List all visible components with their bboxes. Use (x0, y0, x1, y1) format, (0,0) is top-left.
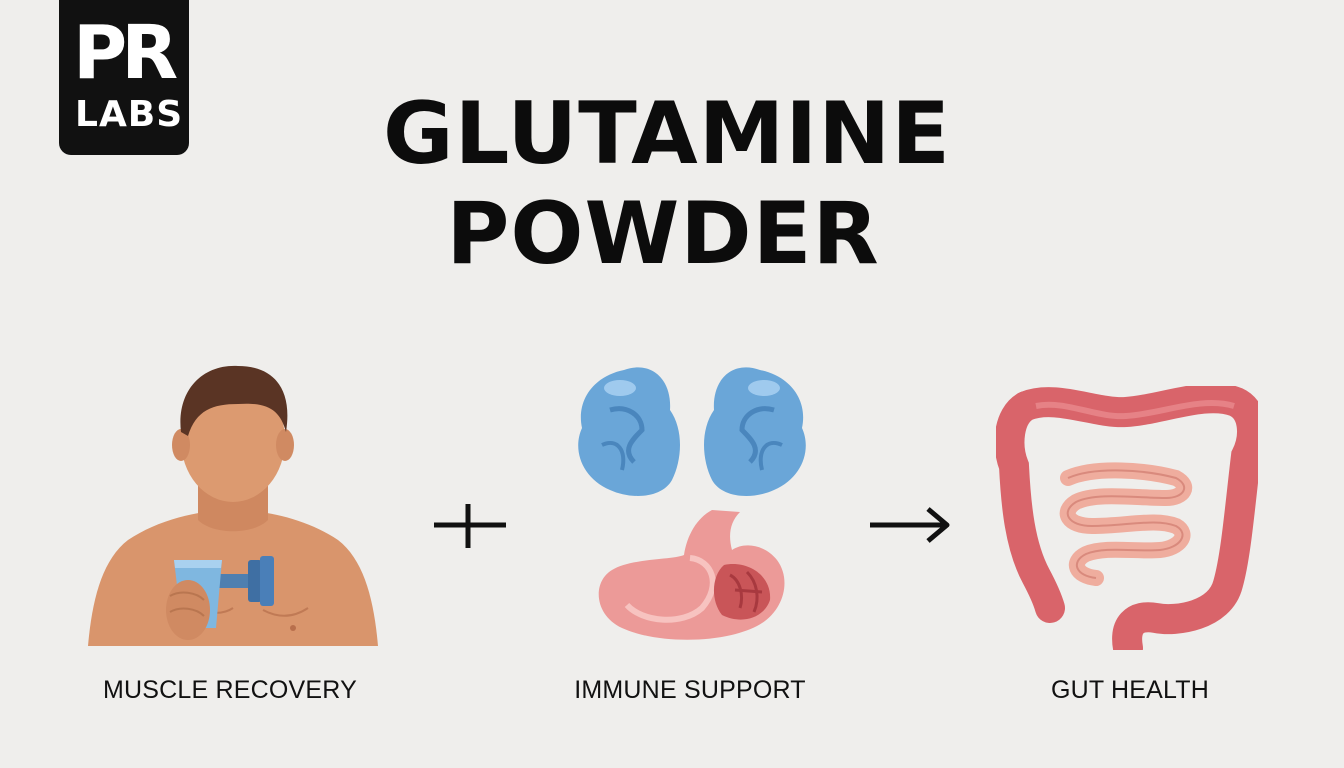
label-immune-support: IMMUNE SUPPORT (574, 676, 806, 704)
arrow-right-icon (870, 507, 950, 543)
plus-icon (434, 504, 506, 548)
title-line-1: GLUTAMINE (383, 84, 951, 184)
man-with-dumbbell-icon (88, 365, 378, 646)
logo-text-labs: LABS (75, 94, 184, 135)
title-line-2: POWDER (446, 184, 880, 284)
logo-text-pr: PR (73, 10, 178, 96)
lungs-and-stomach-icon (578, 367, 806, 640)
intestines-icon (996, 386, 1258, 650)
label-muscle-recovery: MUSCLE RECOVERY (103, 676, 357, 704)
brand-logo: PR LABS (59, 0, 189, 155)
page-title: GLUTAMINE POWDER (0, 84, 1344, 284)
label-gut-health: GUT HEALTH (1050, 676, 1210, 704)
